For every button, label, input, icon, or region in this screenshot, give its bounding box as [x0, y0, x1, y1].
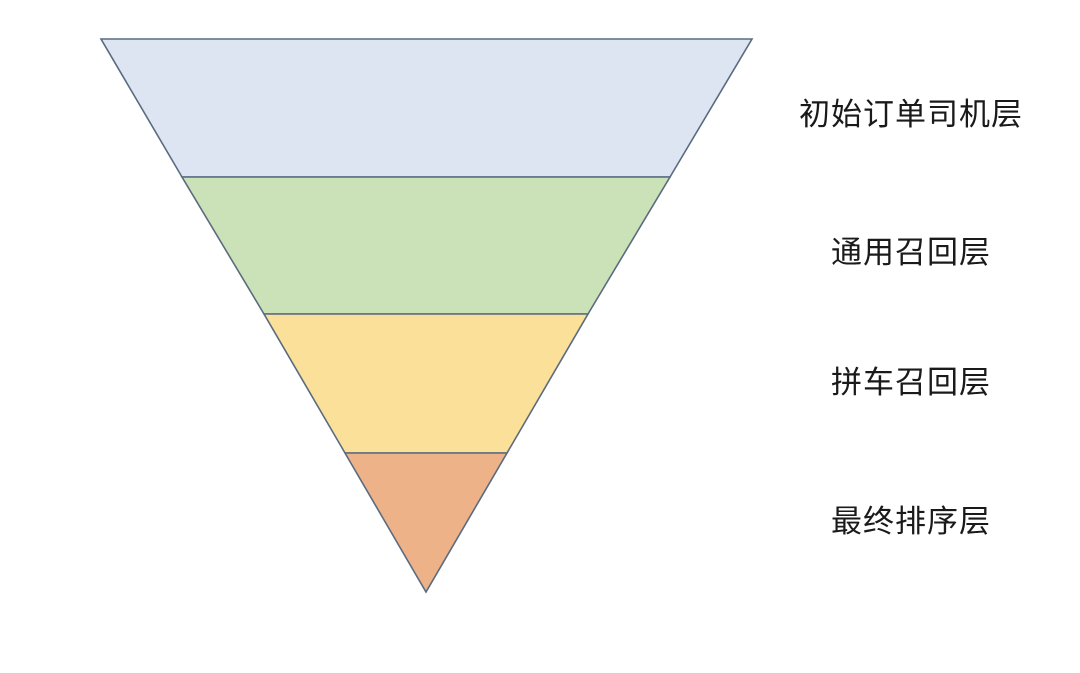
- funnel-label-general-recall: 通用召回层: [831, 235, 991, 270]
- funnel-segment-2[interactable]: [180, 176, 672, 315]
- funnel-segment-3[interactable]: [262, 313, 590, 454]
- funnel-label-list: 初始订单司机层 通用召回层 拼车召回层 最终排序层: [742, 0, 1080, 673]
- funnel-segments: [99, 38, 754, 594]
- funnel-segment-1[interactable]: [99, 38, 754, 178]
- funnel-label-carpool-recall: 拼车召回层: [831, 365, 991, 400]
- funnel-segment-4[interactable]: [343, 452, 509, 594]
- funnel-label-initial-order-driver: 初始订单司机层: [799, 97, 1023, 132]
- funnel-label-final-ranking: 最终排序层: [831, 504, 991, 539]
